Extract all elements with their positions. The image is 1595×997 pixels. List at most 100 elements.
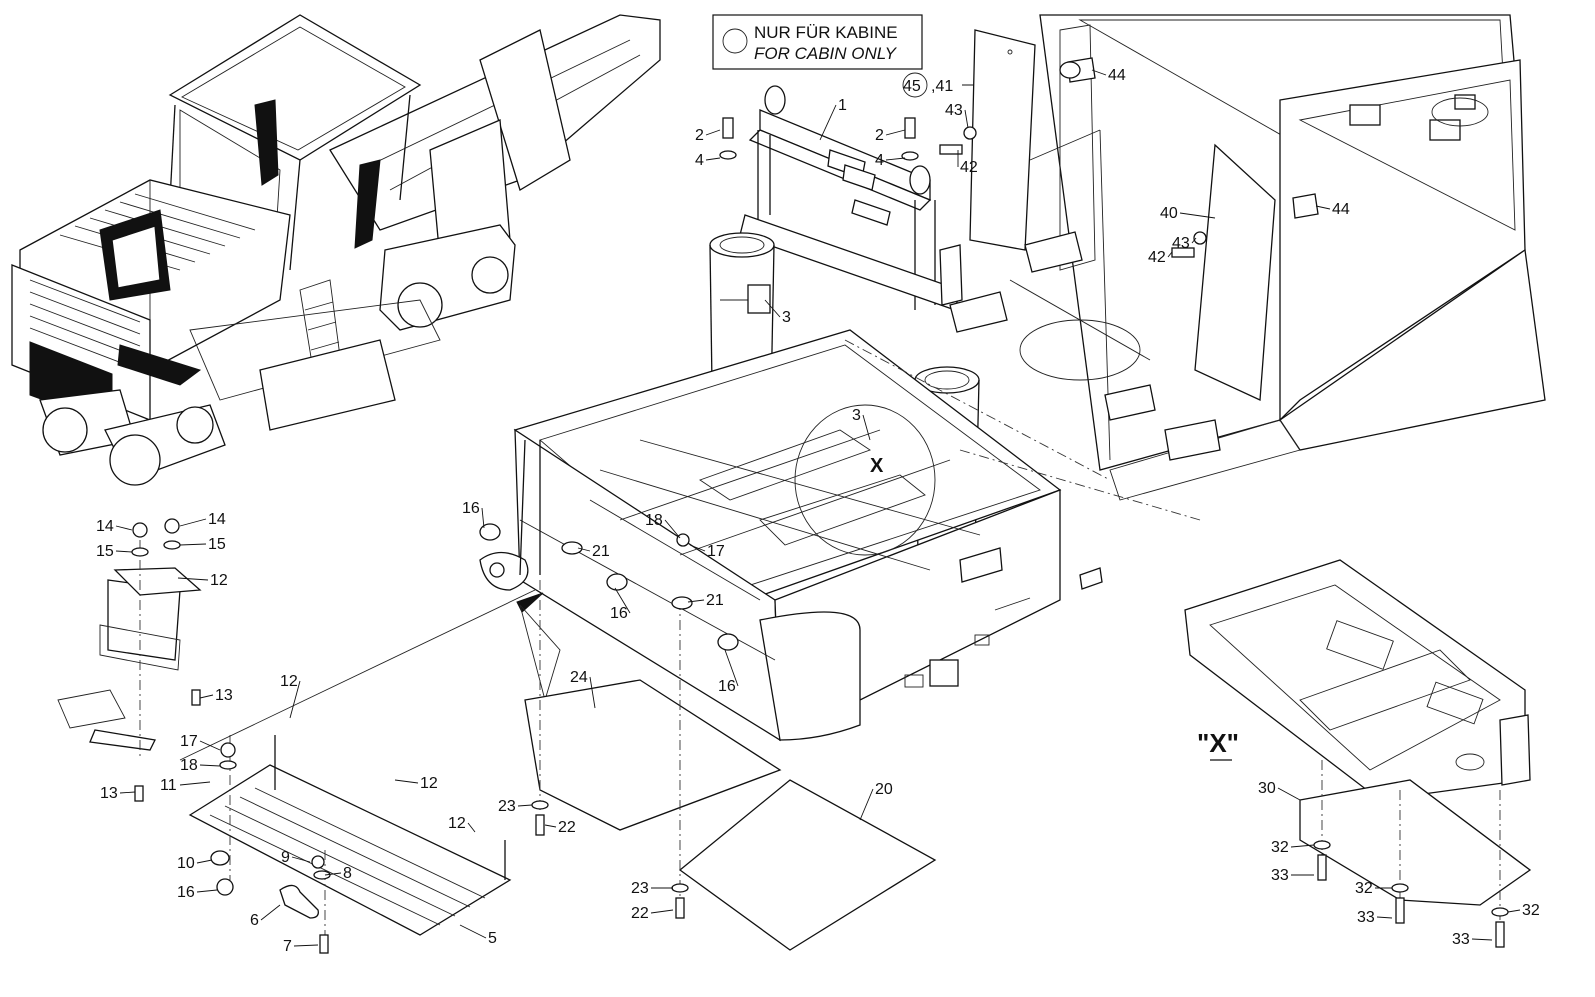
leader-line: [577, 547, 591, 552]
leader-line: [289, 680, 301, 719]
leader-line: [459, 924, 487, 939]
leader-line: [589, 676, 596, 709]
callout-14: 14: [96, 518, 114, 535]
callout-13: 13: [100, 785, 118, 802]
leader-line: [196, 889, 218, 893]
leader-line: [724, 649, 739, 687]
callout-3: 3: [852, 407, 861, 424]
platform-assembly: [57, 540, 536, 945]
callout-2: 2: [875, 127, 884, 144]
circled-part-icon: [902, 72, 928, 98]
callout-14: 14: [208, 511, 226, 528]
leader-line: [115, 550, 133, 553]
callout-32: 32: [1271, 839, 1289, 856]
legend-circle-icon: [722, 28, 748, 54]
leader-line: [859, 788, 874, 821]
leader-line: [664, 519, 681, 539]
callout-9: 9: [281, 849, 290, 866]
callout-43: 43: [1172, 235, 1190, 252]
leader-line: [1290, 844, 1315, 848]
callout-16: 16: [718, 678, 736, 695]
callout-6: 6: [250, 912, 259, 929]
callout-5: 5: [488, 930, 497, 947]
callout-44: 44: [1108, 67, 1126, 84]
callout-3: 3: [782, 309, 791, 326]
cab-support-frame: [739, 85, 963, 311]
callout-32: 32: [1355, 880, 1373, 897]
legend-box: [712, 14, 923, 70]
callout-17: 17: [707, 543, 725, 560]
callout-21: 21: [706, 592, 724, 609]
panel-40: [1194, 143, 1276, 401]
callout-8: 8: [343, 865, 352, 882]
leader-line: [199, 694, 214, 699]
callout-44: 44: [1332, 201, 1350, 218]
detail-circle: [794, 404, 936, 556]
leader-line: [179, 518, 207, 527]
leader-line: [964, 109, 969, 129]
callout-15: 15: [208, 536, 226, 553]
leader-line: [293, 944, 319, 947]
plate-24: [524, 679, 782, 831]
leader-line: [1191, 237, 1197, 244]
callout-43: 43: [945, 102, 963, 119]
leader-line: [481, 507, 485, 529]
leader-line: [614, 587, 631, 614]
leader-line: [1179, 212, 1216, 219]
detail-marker-x: X: [870, 455, 884, 477]
callout-21: 21: [592, 543, 610, 560]
leader-line: [1376, 916, 1393, 919]
callout-12: 12: [448, 815, 466, 832]
legend-text-de: NUR FÜR KABINE: [754, 23, 898, 42]
leader-line: [862, 414, 871, 441]
callout-7: 7: [283, 938, 292, 955]
leader-line: [199, 764, 221, 767]
rear-structure: [844, 14, 1546, 521]
plate-20: [678, 779, 937, 951]
callout-42: 42: [960, 159, 978, 176]
leader-line: [885, 129, 906, 136]
callout-33: 33: [1271, 867, 1289, 884]
callout-4: 4: [695, 152, 704, 169]
legend-text-en: FOR CABIN ONLY: [754, 44, 898, 63]
circled-part-number: 45: [903, 78, 921, 95]
leader-line: [650, 909, 674, 914]
callout-17: 17: [180, 733, 198, 750]
callout-40: 40: [1160, 205, 1178, 222]
callout-33: 33: [1357, 909, 1375, 926]
callout-18: 18: [180, 757, 198, 774]
callout-12: 12: [210, 572, 228, 589]
callout-23: 23: [631, 880, 649, 897]
leader-line: [687, 599, 705, 603]
leader-line: [764, 299, 781, 318]
callout-2: 2: [695, 127, 704, 144]
callout-10: 10: [177, 855, 195, 872]
leader-line: [291, 856, 311, 863]
callout-11: 11: [160, 777, 177, 794]
leader-line: [705, 129, 721, 136]
leader-line: [467, 822, 476, 833]
callout-18: 18: [645, 512, 663, 529]
callout-32: 32: [1522, 902, 1540, 919]
leader-line: [196, 859, 213, 864]
callout-42: 42: [1148, 249, 1166, 266]
callout-1: 1: [838, 97, 847, 114]
circled-part-suffix: ,41: [931, 78, 953, 95]
leader-line: [199, 740, 221, 751]
callout-16: 16: [462, 500, 480, 517]
floor-plates: [524, 580, 937, 951]
callout-16: 16: [610, 605, 628, 622]
view-label: "X": [1197, 728, 1239, 758]
plate-30: [1299, 779, 1532, 906]
machine-overview: [11, 14, 661, 486]
callout-4: 4: [875, 152, 884, 169]
leader-line: [1507, 909, 1521, 913]
callout-13: 13: [215, 687, 233, 704]
leader-line: [517, 804, 533, 807]
callout-24: 24: [570, 669, 588, 686]
callout-30: 30: [1258, 780, 1276, 797]
leader-line: [179, 781, 211, 786]
leader-line: [119, 791, 136, 794]
